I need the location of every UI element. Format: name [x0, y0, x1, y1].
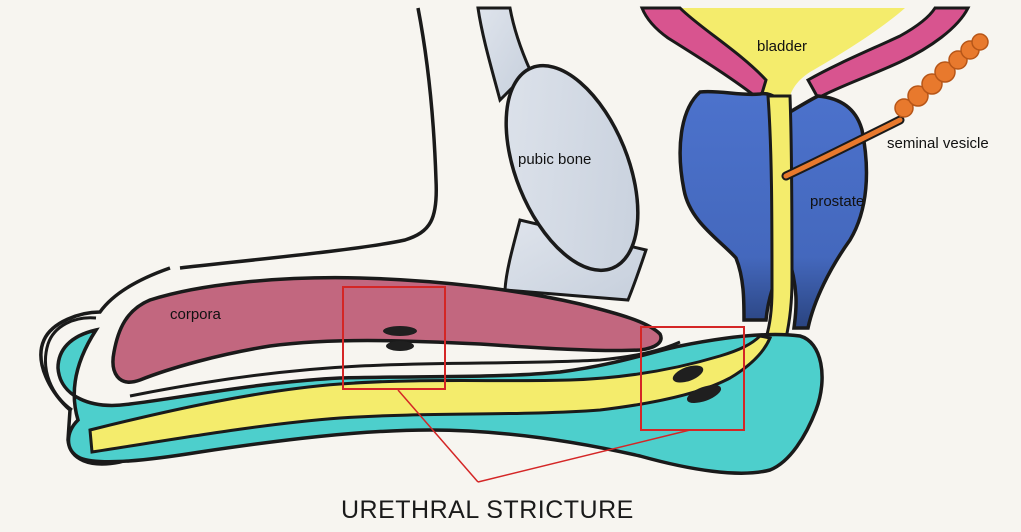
corpora-boundary: [129, 340, 681, 398]
label-bladder: bladder: [757, 38, 808, 55]
label-seminal-vesicle: seminal vesicle: [887, 135, 989, 152]
penile-urethra: [88, 334, 773, 454]
bladder-wall-left: [639, 6, 768, 103]
stricture-narrowings: [383, 326, 722, 404]
label-corpora: corpora: [170, 306, 221, 323]
label-urethral-stricture: URETHRAL STRICTURE: [341, 496, 634, 524]
seminal-vesicle-beads: [894, 33, 989, 118]
stricture-box-proximal: [640, 326, 745, 431]
glans-outline: [44, 316, 97, 412]
stricture-box-distal: [342, 286, 446, 390]
seminal-duct-fill: [783, 117, 903, 179]
pubic-bone-shape: [504, 63, 640, 273]
label-pubic-bone: pubic bone: [518, 151, 592, 168]
callout-line-right: [477, 429, 691, 483]
callout-line-left: [397, 389, 479, 483]
abdomen-contour: [179, 7, 439, 270]
label-prostate: prostate: [810, 193, 865, 210]
bladder-lumen: [652, 8, 905, 104]
